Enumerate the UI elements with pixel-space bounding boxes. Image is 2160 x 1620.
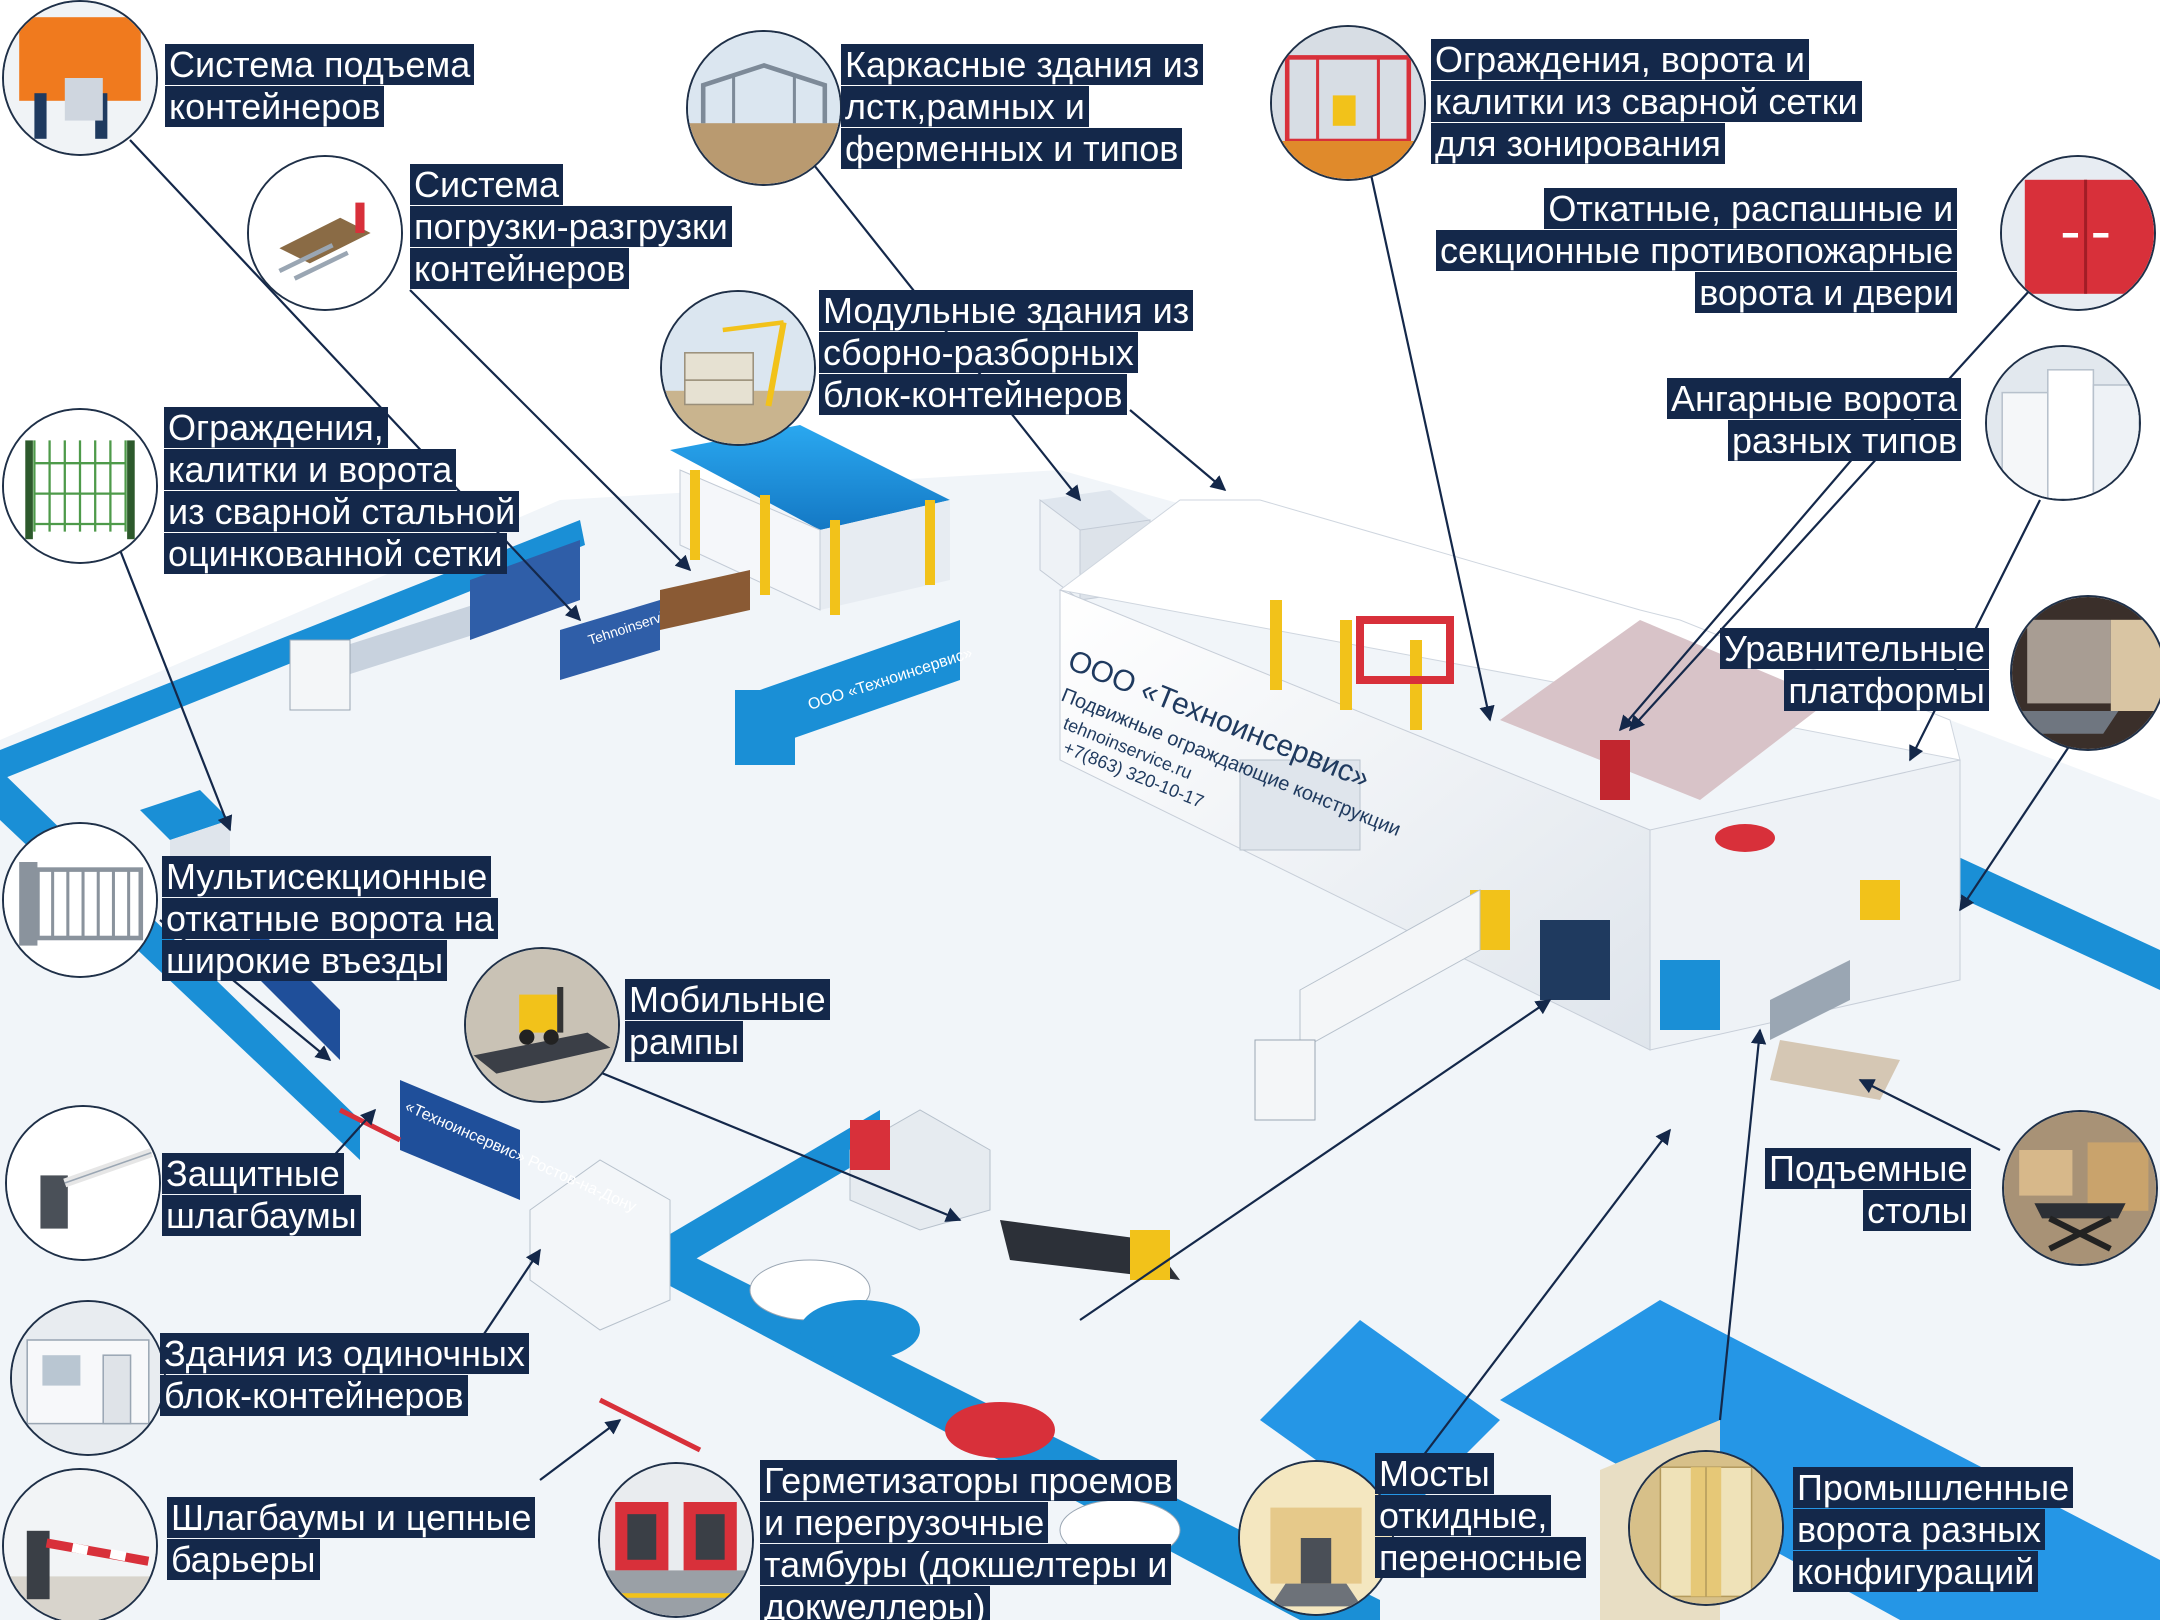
- mobile-ramp-icon: [464, 947, 620, 1103]
- bridge-icon: [1238, 1460, 1394, 1616]
- frame-building-icon: [686, 30, 842, 186]
- dock-leveler-icon: [2010, 595, 2160, 751]
- chain-barrier-icon: [2, 1468, 158, 1620]
- mesh-fence-icon: [2, 408, 158, 564]
- parking-cars: [749, 1259, 1181, 1561]
- fire-door-icon: [2000, 155, 2156, 311]
- industrial-gate-icon: [1628, 1450, 1784, 1606]
- hangar-gate-icon: [1985, 345, 2141, 501]
- single-container-icon: [10, 1300, 166, 1456]
- modular-building-icon: [660, 290, 816, 446]
- mesh-zoning-icon: [1270, 25, 1426, 181]
- sliding-gate-icon: [2, 822, 158, 978]
- lift-table-icon: [2002, 1110, 2158, 1266]
- container-lift-icon: [2, 0, 158, 156]
- barrier-icon: [5, 1105, 161, 1261]
- container-loading-icon: [247, 155, 403, 311]
- dock-shelter-icon: [598, 1462, 754, 1618]
